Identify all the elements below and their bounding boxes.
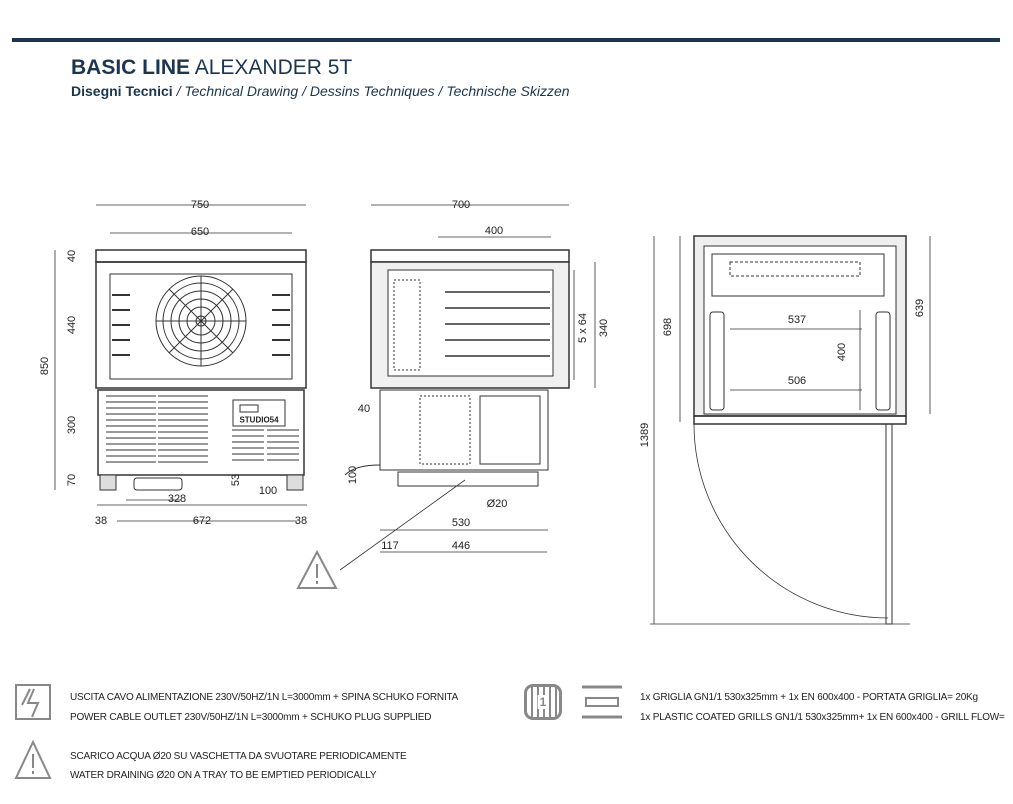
dim-height-base: 300 — [66, 415, 78, 435]
side-view — [339, 204, 596, 571]
dim-400: 400 — [836, 342, 848, 362]
dim-side-left: 38 — [94, 515, 108, 527]
water-note-en: WATER DRAINING Ø20 ON A TRAY TO BE EMPTI… — [70, 770, 377, 781]
control-panel — [232, 399, 286, 427]
dim-537: 537 — [787, 314, 807, 326]
dim-width-between: 672 — [192, 515, 212, 527]
header-rule — [12, 38, 1000, 42]
dim-height-total: 850 — [39, 356, 51, 376]
power-icon — [15, 684, 51, 720]
grill-icon: 1 — [524, 684, 562, 720]
grill-note-it: 1x GRIGLIA GN1/1 530x325mm + 1x EN 600x4… — [640, 692, 978, 703]
grill-note-en: 1x PLASTIC COATED GRILLS GN1/1 530x325mm… — [640, 712, 1005, 723]
dim-low-height: 100 — [347, 465, 359, 485]
subtitle-bold: Disegni Tecnici — [71, 83, 173, 99]
water-warning-icon — [14, 740, 52, 779]
dim-446: 446 — [451, 540, 471, 552]
top-view — [650, 235, 931, 625]
dim-width-inner: 650 — [190, 226, 210, 238]
dim-1389: 1389 — [639, 422, 651, 448]
dim-height-feet: 70 — [66, 473, 78, 487]
water-note-it: SCARICO ACQUA Ø20 SU VASCHETTA DA SVUOTA… — [70, 751, 407, 762]
dim-tray-height: 53 — [230, 473, 242, 487]
dim-tray-width: 328 — [167, 493, 187, 505]
dim-inner: 400 — [484, 225, 504, 237]
fan-icon — [155, 275, 247, 367]
power-note-en: POWER CABLE OUTLET 230V/50HZ/1N L=3000mm… — [70, 712, 432, 723]
dim-117: 117 — [381, 540, 399, 552]
dim-drain: Ø20 — [486, 498, 508, 510]
dim-side-right: 38 — [294, 515, 308, 527]
warning-icon — [296, 550, 338, 589]
title-model: ALEXANDER 5T — [194, 56, 353, 79]
dim-offset: 40 — [357, 403, 371, 415]
dim-slots: 5 x 64 — [577, 313, 589, 343]
dim-depth: 700 — [451, 199, 471, 211]
front-view — [54, 204, 307, 522]
brand-logo: STUDIO54 — [239, 415, 279, 425]
subtitle-translations: / Technical Drawing / Dessins Techniques… — [176, 83, 570, 99]
dim-530: 530 — [451, 517, 471, 529]
dim-cable: 100 — [258, 485, 278, 497]
grill-count: 1 — [537, 695, 549, 709]
dim-inner-height: 340 — [598, 318, 610, 338]
tray-slot-icon — [582, 685, 622, 719]
dim-639: 639 — [914, 298, 926, 318]
dim-width-total: 750 — [190, 199, 210, 211]
dim-698: 698 — [662, 317, 674, 337]
dim-506: 506 — [787, 375, 807, 387]
power-note-it: USCITA CAVO ALIMENTAZIONE 230V/50HZ/1N L… — [70, 692, 459, 703]
page-subtitle: Disegni Tecnici / Technical Drawing / De… — [71, 83, 570, 99]
title-bold: BASIC LINE — [71, 56, 191, 79]
dim-height-top: 40 — [66, 249, 78, 263]
dim-height-chamber: 440 — [66, 315, 78, 335]
page-title: BASIC LINE ALEXANDER 5T — [71, 56, 352, 80]
